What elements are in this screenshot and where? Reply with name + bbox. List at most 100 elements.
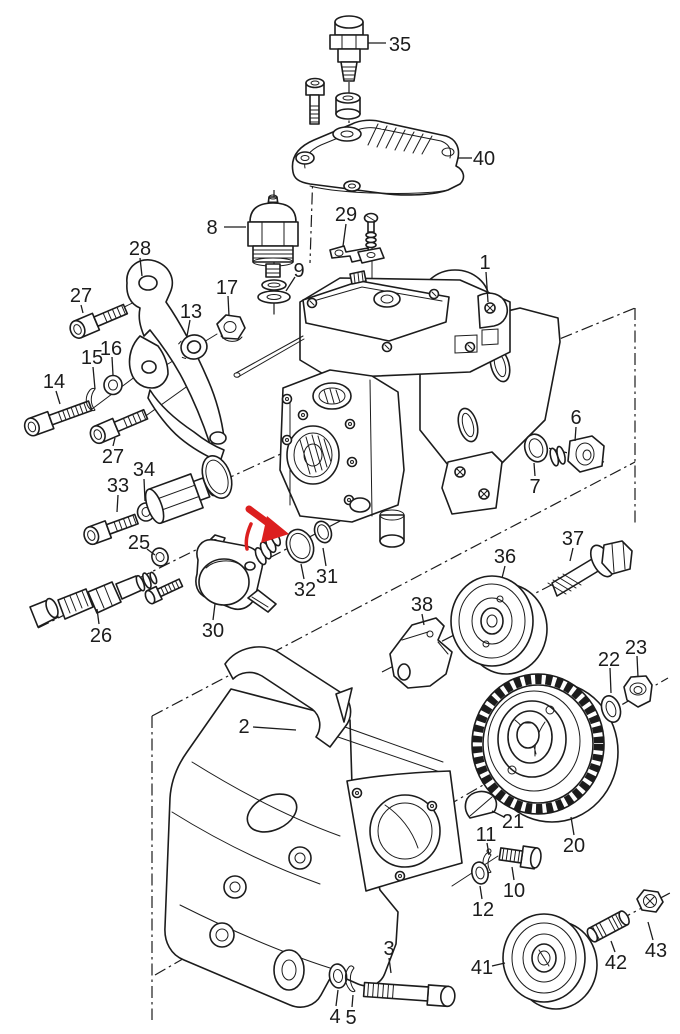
part-23-nut [623, 675, 653, 708]
callout-37[interactable]: 37 [562, 528, 584, 550]
callout-26[interactable]: 26 [90, 625, 112, 647]
callout-28[interactable]: 28 [129, 238, 151, 260]
callout-1[interactable]: 1 [479, 252, 490, 274]
callout-17[interactable]: 17 [216, 277, 238, 299]
callout-41[interactable]: 41 [471, 957, 493, 979]
part-25-washer [151, 547, 169, 567]
callout-9[interactable]: 9 [293, 260, 304, 282]
callout-16[interactable]: 16 [100, 338, 122, 360]
callout-leader-2 [252, 726, 297, 731]
part-35-bushing [335, 92, 361, 120]
part-38-bracket [389, 617, 453, 689]
part-30-solenoid-valve [195, 531, 282, 613]
callout-leader-6 [574, 426, 577, 442]
callout-27b[interactable]: 27 [102, 446, 124, 468]
callout-6[interactable]: 6 [570, 407, 581, 429]
part-7-washer [523, 433, 549, 463]
highlight-arrow [244, 505, 289, 551]
part-1-injection-pump [233, 269, 561, 548]
callout-2[interactable]: 2 [238, 716, 249, 738]
callout-40[interactable]: 40 [473, 148, 495, 170]
part-40-cover [291, 119, 465, 196]
callout-leader-4 [335, 989, 339, 1007]
callout-leader-10 [511, 866, 515, 881]
part-41-idler-roller [502, 913, 598, 1010]
part-26-fitting [29, 571, 158, 628]
part-35-union-bolt [329, 15, 369, 82]
callout-leader-42 [610, 940, 616, 953]
part-42-stud [586, 910, 630, 943]
callout-36[interactable]: 36 [494, 546, 516, 568]
large-o-ring [201, 455, 233, 499]
callout-13[interactable]: 13 [180, 301, 202, 323]
callout-leader-43 [647, 921, 654, 941]
part-13-grommet [178, 334, 208, 360]
part-3-bolt [362, 981, 456, 1008]
part-5-clip [344, 965, 356, 993]
callout-31[interactable]: 31 [316, 566, 338, 588]
callout-30[interactable]: 30 [202, 620, 224, 642]
callout-leader-9 [285, 276, 296, 292]
callout-10[interactable]: 10 [503, 880, 525, 902]
callout-12[interactable]: 12 [472, 899, 494, 921]
part-10-bolt [498, 845, 542, 870]
callout-7[interactable]: 7 [529, 476, 540, 498]
callout-leader-11 [486, 842, 490, 856]
callout-leader-12 [479, 885, 483, 900]
callout-5[interactable]: 5 [345, 1007, 356, 1029]
part-37-bolt [547, 540, 633, 597]
callout-leader-1 [485, 271, 489, 303]
callout-25[interactable]: 25 [128, 532, 150, 554]
part-22-washer [600, 695, 622, 723]
callout-34[interactable]: 34 [133, 459, 155, 481]
callout-leader-28 [139, 257, 143, 277]
callout-38[interactable]: 38 [411, 594, 433, 616]
callout-leader-31 [322, 547, 327, 567]
callout-3[interactable]: 3 [383, 938, 394, 960]
callout-8[interactable]: 8 [206, 217, 217, 239]
callout-leader-25 [146, 548, 156, 556]
callout-leader-7 [533, 462, 536, 477]
part-16-washer [103, 374, 123, 396]
part-29-bracket [329, 212, 385, 264]
callout-15[interactable]: 15 [81, 347, 103, 369]
callout-14[interactable]: 14 [43, 371, 65, 393]
callout-11[interactable]: 11 [476, 824, 497, 846]
callout-leader-23 [636, 655, 639, 678]
callout-27a[interactable]: 27 [70, 285, 92, 307]
callout-22[interactable]: 22 [598, 649, 620, 671]
callout-35[interactable]: 35 [389, 34, 411, 56]
callout-4[interactable]: 4 [329, 1006, 340, 1028]
callout-43[interactable]: 43 [645, 940, 667, 962]
part-14-bolt [23, 400, 93, 437]
part-43-nut [636, 889, 664, 913]
callout-42[interactable]: 42 [605, 952, 627, 974]
callout-leader-13 [186, 319, 191, 337]
callout-23[interactable]: 23 [625, 637, 647, 659]
callout-leader-5 [351, 994, 354, 1008]
callout-21[interactable]: 21 [502, 811, 524, 833]
part-21-woodruff-key [464, 790, 498, 819]
callout-leader-20 [570, 816, 575, 836]
part-33-bolt [83, 513, 139, 546]
callout-29[interactable]: 29 [335, 204, 357, 226]
callout-leader-36 [501, 565, 506, 579]
callout-20[interactable]: 20 [563, 835, 585, 857]
part-2-mounting-bracket [164, 646, 463, 1008]
part-4-washer [328, 963, 348, 989]
callout-leader-38 [421, 613, 425, 626]
callout-leader-14 [55, 390, 61, 405]
part-6-bolt [549, 435, 605, 473]
part-31-o-ring [313, 520, 333, 544]
callout-33[interactable]: 33 [107, 475, 129, 497]
callout-leader-33 [116, 494, 119, 513]
callout-32[interactable]: 32 [294, 579, 316, 601]
callout-leader-41 [491, 962, 506, 967]
part-8-sender [247, 194, 299, 278]
part-20-timing-gear [471, 673, 619, 823]
callout-leader-21 [491, 810, 505, 818]
callout-leader-15 [92, 366, 96, 390]
